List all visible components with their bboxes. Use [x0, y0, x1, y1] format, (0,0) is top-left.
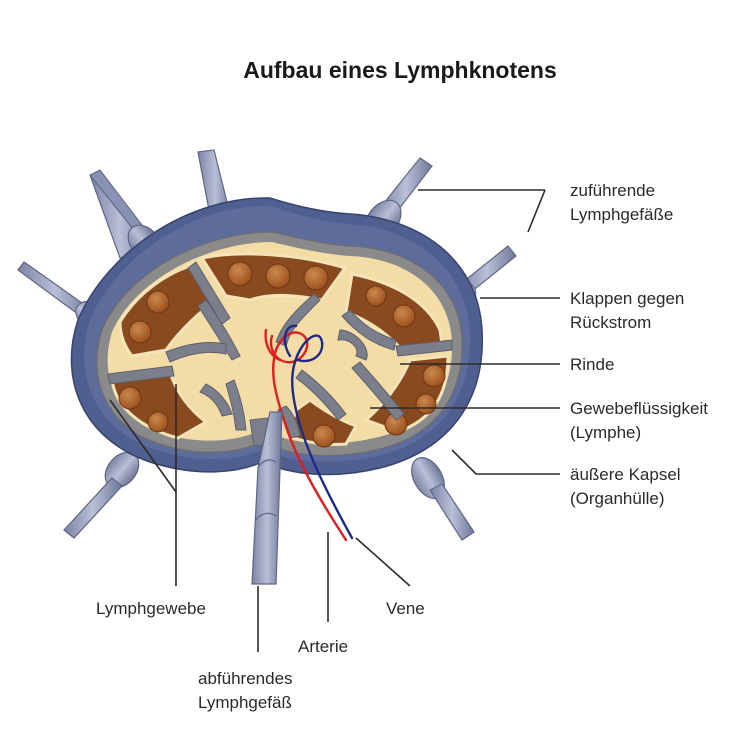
follicle: [227, 261, 253, 287]
follicle: [392, 304, 416, 328]
follicle: [118, 386, 142, 410]
follicle: [415, 393, 437, 415]
label-valves-line1: Klappen gegen: [570, 289, 684, 308]
leader-lines: [109, 189, 560, 652]
follicle: [365, 285, 387, 307]
label-afferent-line2: Lymphgefäße: [570, 205, 673, 224]
follicle: [128, 320, 152, 344]
vein-vessel: [283, 324, 354, 540]
label-capsule-line2: (Organhülle): [570, 489, 665, 508]
lower-vessel: [411, 457, 475, 541]
trabeculae: [107, 261, 453, 447]
label-lymph-tissue: Lymphgewebe: [96, 599, 206, 618]
follicle: [422, 364, 446, 388]
labels: zuführende Lymphgefäße Klappen gegen Rüc…: [96, 181, 708, 712]
lower-vessel: [63, 451, 140, 539]
follicles: [118, 261, 446, 448]
label-vein: Vene: [386, 599, 425, 618]
efferent-vessel: [251, 411, 283, 585]
blood-vessels: [264, 324, 354, 542]
label-fluid-line1: Gewebeflüssigkeit: [570, 399, 708, 418]
label-afferent-line1: zuführende: [570, 181, 655, 200]
lower-vessels: [63, 451, 475, 541]
follicle: [303, 265, 329, 291]
diagram-title: Aufbau eines Lymphknotens: [243, 57, 557, 83]
label-capsule-line1: äußere Kapsel: [570, 465, 681, 484]
label-efferent-line1: abführendes: [198, 669, 293, 688]
follicle: [312, 424, 336, 448]
label-artery: Arterie: [298, 637, 348, 656]
artery-vessel: [264, 328, 348, 542]
label-fluid-line2: (Lymphe): [570, 423, 641, 442]
label-valves-line2: Rückstrom: [570, 313, 651, 332]
follicle: [147, 411, 169, 433]
follicle: [146, 290, 170, 314]
label-efferent-line2: Lymphgefäß: [198, 693, 292, 712]
follicle: [265, 263, 291, 289]
node-interior: [107, 242, 453, 542]
label-cortex: Rinde: [570, 355, 614, 374]
